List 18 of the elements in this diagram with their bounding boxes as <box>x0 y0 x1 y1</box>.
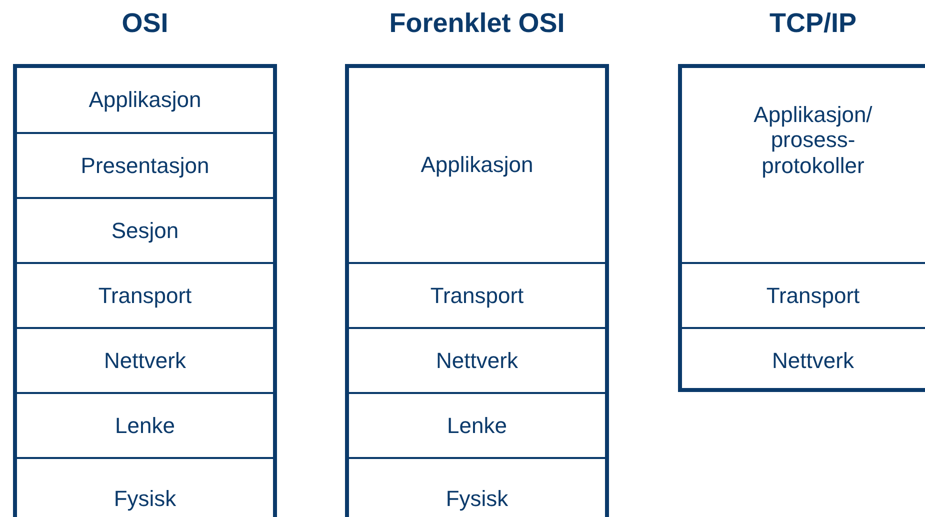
layer-name: Lenke <box>115 412 175 438</box>
layer-name: Applikasjon <box>88 87 202 113</box>
layer-name: Nettverk <box>436 348 518 374</box>
layer-name: Nettverk <box>772 348 854 374</box>
layer-name: Fysisk <box>114 486 176 512</box>
layer-name: Fysisk <box>446 486 508 512</box>
layer-name: Transport <box>98 282 192 308</box>
layer-name: Applikasjon <box>420 152 534 178</box>
layer-name: Nettverk <box>104 348 186 374</box>
layer-name: Transport <box>430 282 524 308</box>
layer-name: Lenke <box>447 412 507 438</box>
layer-name: Transport <box>766 282 860 308</box>
stack-title: TCP/IP <box>770 8 856 39</box>
stack-title: Forenklet OSI <box>389 8 565 39</box>
layer-name: Applikasjon/ prosess- protokoller <box>752 102 874 178</box>
layer-name: Sesjon <box>111 218 179 244</box>
stack-title: OSI <box>122 8 168 39</box>
layer-name: Presentasjon <box>80 152 210 178</box>
